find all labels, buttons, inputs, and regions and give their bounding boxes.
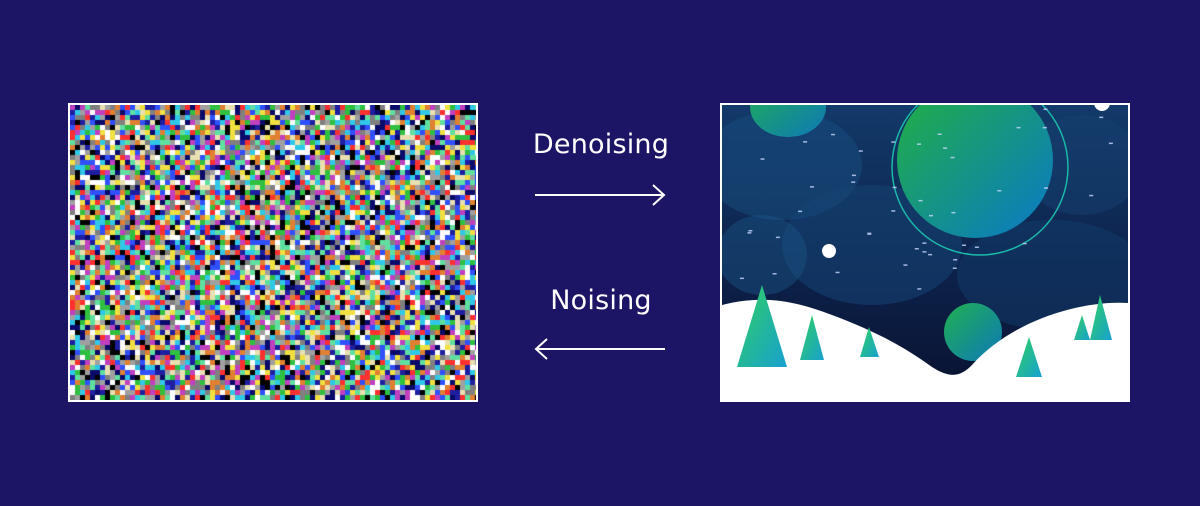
star (1099, 116, 1104, 119)
star (798, 210, 803, 213)
star (1089, 194, 1094, 197)
star (803, 141, 808, 143)
star (997, 190, 1002, 192)
star (1042, 126, 1047, 129)
star (775, 236, 780, 239)
star (748, 230, 753, 232)
star (914, 248, 919, 250)
star (867, 233, 872, 235)
star (831, 133, 835, 136)
star (851, 181, 856, 183)
star (928, 253, 933, 256)
star (835, 271, 840, 274)
star (1108, 142, 1113, 145)
star (903, 264, 908, 266)
star (962, 244, 966, 246)
denoising-label: Denoising (532, 129, 670, 160)
star (747, 232, 752, 234)
star (974, 246, 979, 248)
star (922, 251, 927, 253)
star (917, 288, 922, 290)
star (943, 147, 948, 149)
star (867, 232, 872, 235)
star (772, 273, 777, 275)
star (891, 210, 896, 212)
star (851, 174, 856, 177)
star (1016, 126, 1021, 129)
star (937, 133, 942, 135)
star (739, 277, 744, 280)
star (950, 156, 955, 159)
star (922, 242, 927, 244)
noise-image-panel (68, 103, 478, 402)
star (891, 141, 896, 143)
star (892, 186, 897, 189)
noise-image (70, 105, 476, 400)
star (951, 211, 956, 214)
right-arrow-icon (535, 184, 666, 206)
noising-label: Noising (550, 285, 652, 316)
night-sky-landscape-image (722, 105, 1128, 400)
star (1043, 108, 1048, 110)
star (952, 267, 957, 269)
star (1022, 242, 1027, 245)
star (953, 259, 958, 261)
left-arrow-icon (534, 338, 665, 360)
star (1044, 187, 1049, 189)
star (858, 150, 863, 152)
star (810, 186, 814, 188)
clean-image-panel (720, 103, 1130, 402)
star (929, 214, 933, 217)
star (917, 143, 921, 145)
star (918, 199, 923, 202)
star (760, 158, 765, 160)
